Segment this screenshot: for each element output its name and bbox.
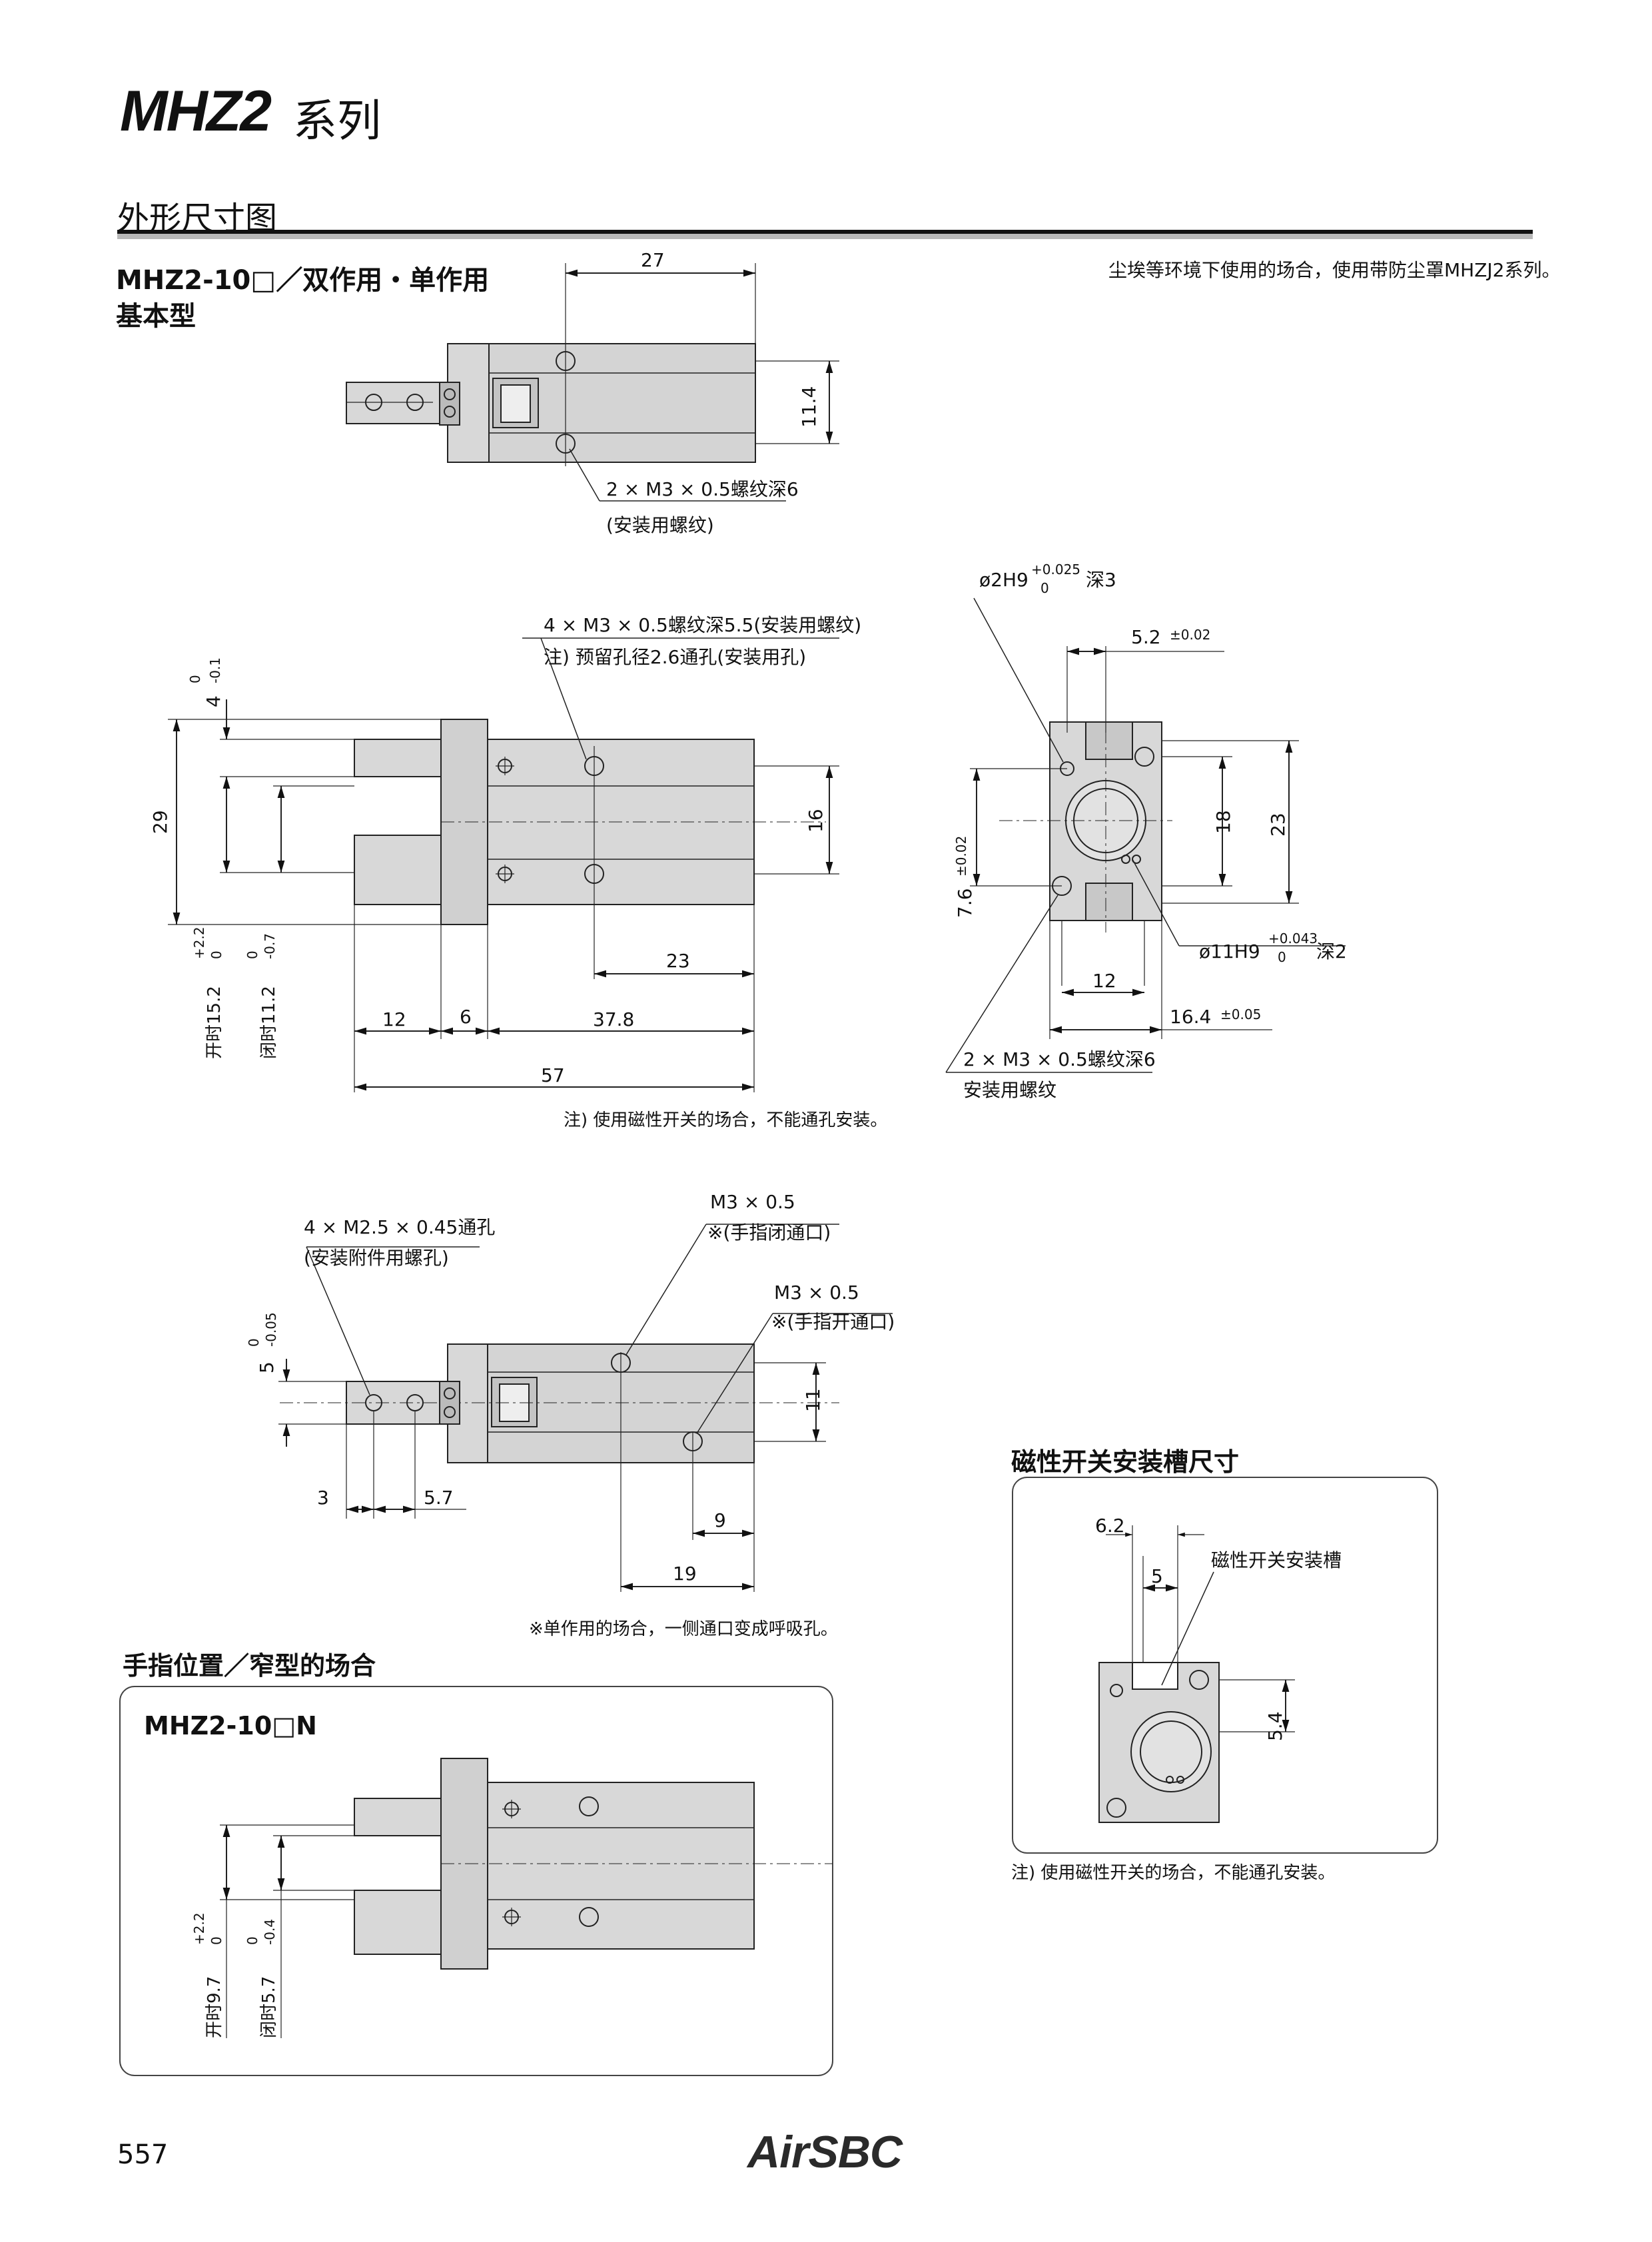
side-magnet-note: 注) 使用磁性开关的场合，不能通孔安装。: [564, 1110, 887, 1130]
dim-11-4: 11.4: [798, 386, 820, 428]
dim-3: 3: [317, 1487, 329, 1509]
end-thread-note-2: 安装用螺纹: [963, 1079, 1056, 1101]
dim-6: 6: [460, 1006, 472, 1028]
dim-5-2: 5.2: [1131, 626, 1161, 648]
pin-hole: ø2H9: [979, 569, 1029, 591]
dim-5-tol-lower: -0.05: [263, 1312, 279, 1347]
series-title: MHZ2: [120, 79, 272, 143]
narrow-dim-closed-tol-upper: 0: [244, 1936, 260, 1945]
port-open-2: ※(手指开通口): [771, 1311, 895, 1333]
dim-19: 19: [673, 1563, 697, 1585]
narrow-dim-open-tol-lower: 0: [208, 1936, 224, 1945]
attach-note-2: (安装附件用螺孔): [304, 1247, 449, 1269]
dim-4-tol-upper: 0: [187, 675, 203, 683]
bottom-view: [278, 1224, 893, 1592]
pin-hole-depth: 深3: [1086, 569, 1116, 591]
dim-23-end: 23: [1267, 813, 1289, 837]
dim-open-tol-upper: +2.2: [191, 927, 207, 959]
dim-5-tol-upper: 0: [246, 1338, 262, 1347]
dim-57: 57: [541, 1064, 565, 1086]
dim-open: 开时15.2: [205, 986, 224, 1059]
bore-depth: 深2: [1316, 940, 1347, 962]
dim-5-7: 5.7: [424, 1487, 454, 1509]
top-thread-note: 2 × M3 × 0.5螺纹深6: [606, 478, 799, 500]
dim-12: 12: [382, 1008, 406, 1030]
pin-hole-tol-lower: 0: [1040, 580, 1049, 596]
slot-label: 磁性开关安装槽: [1211, 1549, 1342, 1571]
slot-note: 注) 使用磁性开关的场合，不能通孔安装。: [1011, 1863, 1335, 1883]
pin-hole-tol-upper: +0.025: [1031, 561, 1080, 577]
dim-closed: 闭时11.2: [259, 986, 279, 1059]
dim-4-tol-lower: -0.1: [207, 657, 223, 683]
narrow-box: [119, 1686, 833, 2076]
slot-dim-5-4: 5.4: [1264, 1711, 1286, 1741]
dim-4: 4: [203, 695, 224, 707]
top-view: [346, 263, 839, 502]
dim-18: 18: [1212, 810, 1234, 834]
single-note: ※单作用的场合，一侧通口变成呼吸孔。: [529, 1619, 838, 1639]
narrow-dim-open-tol-upper: +2.2: [191, 1912, 207, 1945]
dim-12-end: 12: [1092, 970, 1116, 992]
dim-11: 11: [802, 1388, 824, 1412]
section-rule: [117, 230, 1533, 234]
section-rule-shadow: [117, 234, 1533, 239]
dim-closed-tol-lower: -0.7: [262, 933, 278, 959]
port-close-2: ※(手指闭通口): [707, 1222, 831, 1244]
dim-7-6: 7.6: [954, 888, 976, 918]
dim-5: 5: [256, 1361, 278, 1373]
bore-tol-upper: +0.043: [1268, 931, 1318, 946]
end-thread-note: 2 × M3 × 0.5螺纹深6: [963, 1048, 1156, 1070]
dim-16-4-tol: ±0.05: [1220, 1006, 1261, 1022]
dim-29: 29: [149, 810, 171, 834]
dim-16: 16: [805, 809, 827, 833]
narrow-heading: 手指位置／窄型的场合: [123, 1651, 376, 1681]
dim-37-8: 37.8: [593, 1008, 634, 1030]
narrow-dim-closed: 闭时5.7: [259, 1976, 279, 2038]
side-view: [168, 637, 839, 1092]
side-thread-note: 4 × M3 × 0.5螺纹深5.5(安装用螺纹): [544, 614, 861, 636]
dim-9: 9: [714, 1509, 726, 1531]
dim-23: 23: [666, 950, 690, 972]
slot-heading: 磁性开关安装槽尺寸: [1011, 1447, 1240, 1477]
page-number: 557: [117, 2139, 169, 2170]
dim-open-tol-lower: 0: [208, 950, 224, 959]
narrow-dim-closed-tol-lower: -0.4: [262, 1919, 278, 1945]
dim-7-6-tol: ±0.02: [953, 836, 969, 877]
slot-dim-5: 5: [1151, 1565, 1163, 1587]
side-thread-note-2: 注) 预留孔径2.6通孔(安装用孔): [544, 646, 806, 668]
narrow-dim-open: 开时9.7: [205, 1976, 224, 2038]
dim-16-4: 16.4: [1170, 1006, 1211, 1028]
slot-box: [1012, 1477, 1438, 1854]
basic-model-label: MHZ2-10□／双作用・单作用: [116, 265, 490, 296]
narrow-view: [220, 1758, 833, 2038]
brand-logo: AirSBC: [747, 2127, 903, 2177]
dim-5-2-tol: ±0.02: [1170, 627, 1210, 643]
series-suffix: 系列: [293, 95, 381, 147]
dim-27: 27: [641, 249, 665, 271]
port-close: M3 × 0.5: [710, 1191, 795, 1213]
slot-view: [1098, 1525, 1295, 1823]
top-thread-note-2: (安装用螺纹): [606, 514, 714, 536]
dim-closed-tol-upper: 0: [244, 950, 260, 959]
narrow-model-label: MHZ2-10□N: [144, 1711, 317, 1740]
basic-type-label: 基本型: [116, 301, 196, 332]
bore-tol-lower: 0: [1278, 949, 1286, 965]
slot-dim-6-2: 6.2: [1095, 1515, 1125, 1537]
dust-note: 尘埃等环境下使用的场合，使用带防尘罩MHZJ2系列。: [1108, 259, 1561, 281]
end-view: [945, 597, 1346, 1073]
bore: ø11H9: [1199, 940, 1260, 962]
port-open: M3 × 0.5: [774, 1282, 859, 1304]
attach-note: 4 × M2.5 × 0.45通孔: [304, 1216, 495, 1238]
